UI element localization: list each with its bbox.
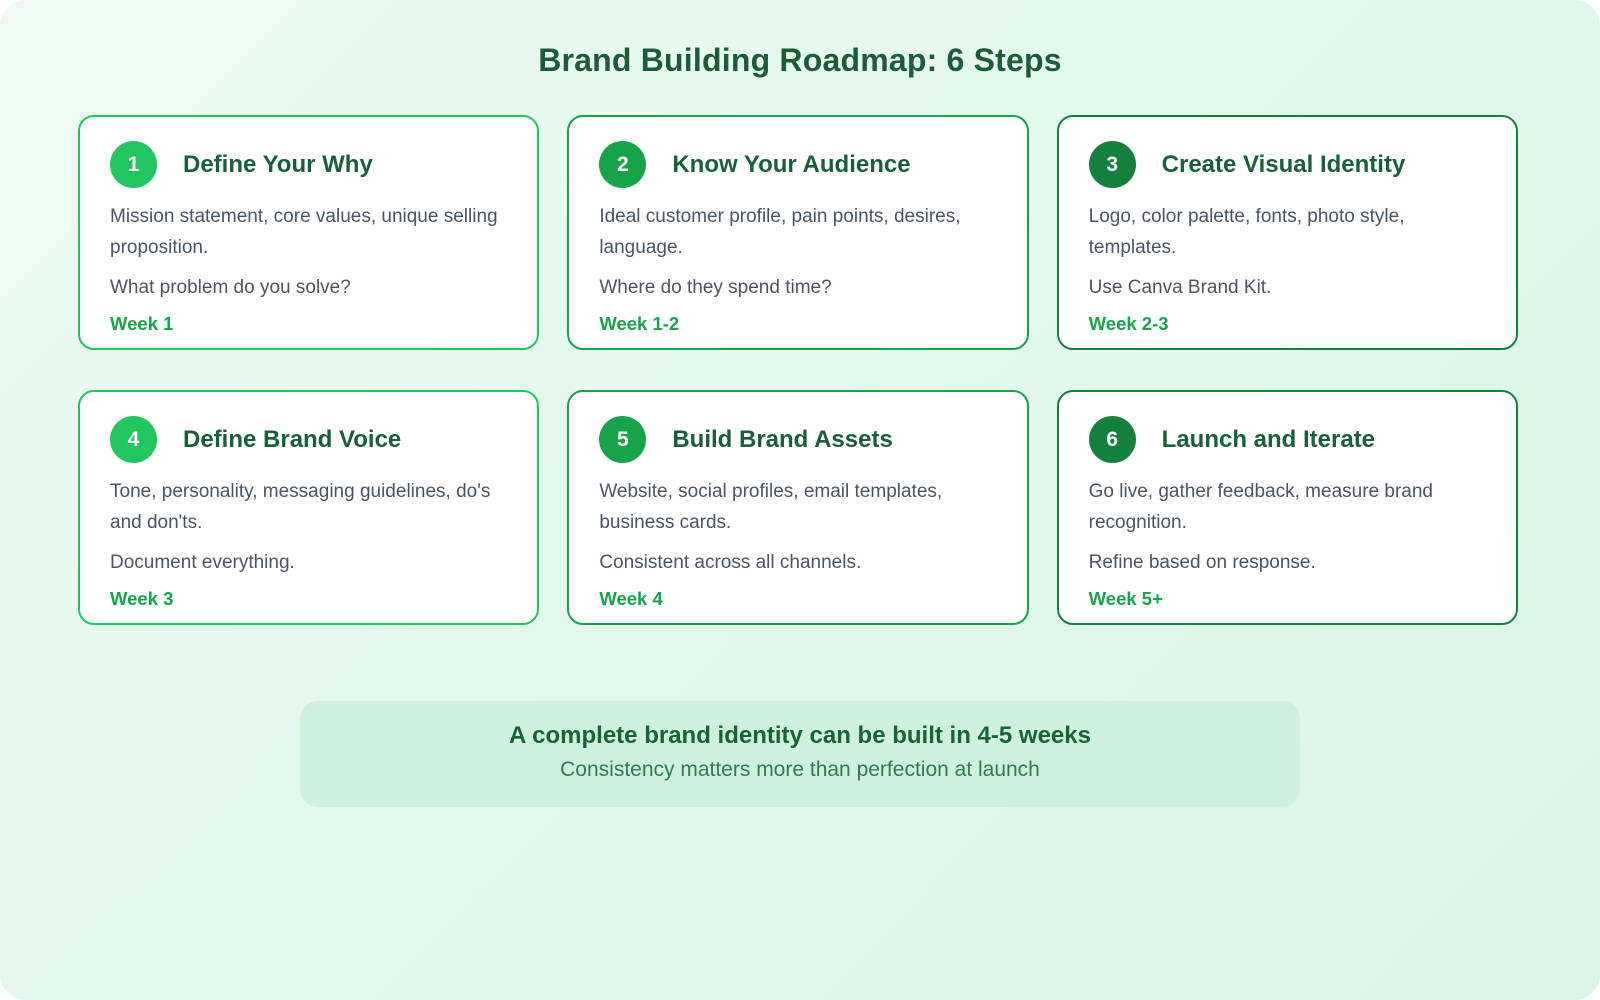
card-build-brand-assets: 5 Build Brand Assets Website, social pro… [567,390,1029,625]
card-header: 3 Create Visual Identity [1088,141,1486,188]
card-header: 1 Define Your Why [110,141,507,188]
card-title: Create Visual Identity [1161,150,1406,178]
card-hint: What problem do you solve? [110,277,351,298]
card-header: 2 Know Your Audience [599,141,996,188]
summary-note: A complete brand identity can be built i… [300,701,1300,807]
card-hint: Consistent across all channels. [599,552,862,573]
card-week-label: Week 5+ [1088,588,1163,609]
card-header: 5 Build Brand Assets [599,416,996,463]
card-hint: Refine based on response. [1088,552,1316,573]
step-number-badge: 5 [599,416,647,463]
card-hint: Document everything. [110,552,295,573]
step-number-badge: 4 [110,416,157,463]
card-description: Website, social profiles, email template… [599,481,943,533]
card-title: Define Brand Voice [183,425,402,453]
card-week-label: Week 3 [110,588,174,609]
card-description: Logo, color palette, fonts, photo style,… [1088,206,1405,258]
summary-headline: A complete brand identity can be built i… [509,722,1091,749]
page-title: Brand Building Roadmap: 6 Steps [538,42,1062,78]
roadmap-cards-grid: 1 Define Your Why Mission statement, cor… [78,115,1518,625]
card-define-your-why: 1 Define Your Why Mission statement, cor… [78,115,540,350]
card-header: 6 Launch and Iterate [1088,416,1486,463]
card-launch-and-iterate: 6 Launch and Iterate Go live, gather fee… [1056,390,1518,625]
card-title: Build Brand Assets [672,425,893,453]
card-define-brand-voice: 4 Define Brand Voice Tone, personality, … [78,390,540,625]
step-number-badge: 1 [110,141,157,188]
card-title: Launch and Iterate [1161,425,1376,453]
card-hint: Use Canva Brand Kit. [1088,277,1272,298]
card-description: Go live, gather feedback, measure brand … [1088,481,1433,533]
step-number-badge: 6 [1088,416,1136,463]
card-description: Tone, personality, messaging guidelines,… [110,481,491,533]
card-week-label: Week 4 [599,588,663,609]
card-header: 4 Define Brand Voice [110,416,507,463]
card-description: Ideal customer profile, pain points, des… [599,206,961,258]
card-title: Know Your Audience [672,150,911,178]
summary-subline: Consistency matters more than perfection… [560,758,1040,781]
card-description: Mission statement, core values, unique s… [110,206,498,258]
card-hint: Where do they spend time? [599,277,832,298]
card-create-visual-identity: 3 Create Visual Identity Logo, color pal… [1056,115,1518,350]
step-number-badge: 3 [1088,141,1136,188]
card-week-label: Week 1-2 [599,313,680,334]
card-know-your-audience: 2 Know Your Audience Ideal customer prof… [567,115,1029,350]
card-week-label: Week 2-3 [1088,313,1169,334]
card-title: Define Your Why [183,150,373,178]
step-number-badge: 2 [599,141,647,188]
card-week-label: Week 1 [110,313,174,334]
